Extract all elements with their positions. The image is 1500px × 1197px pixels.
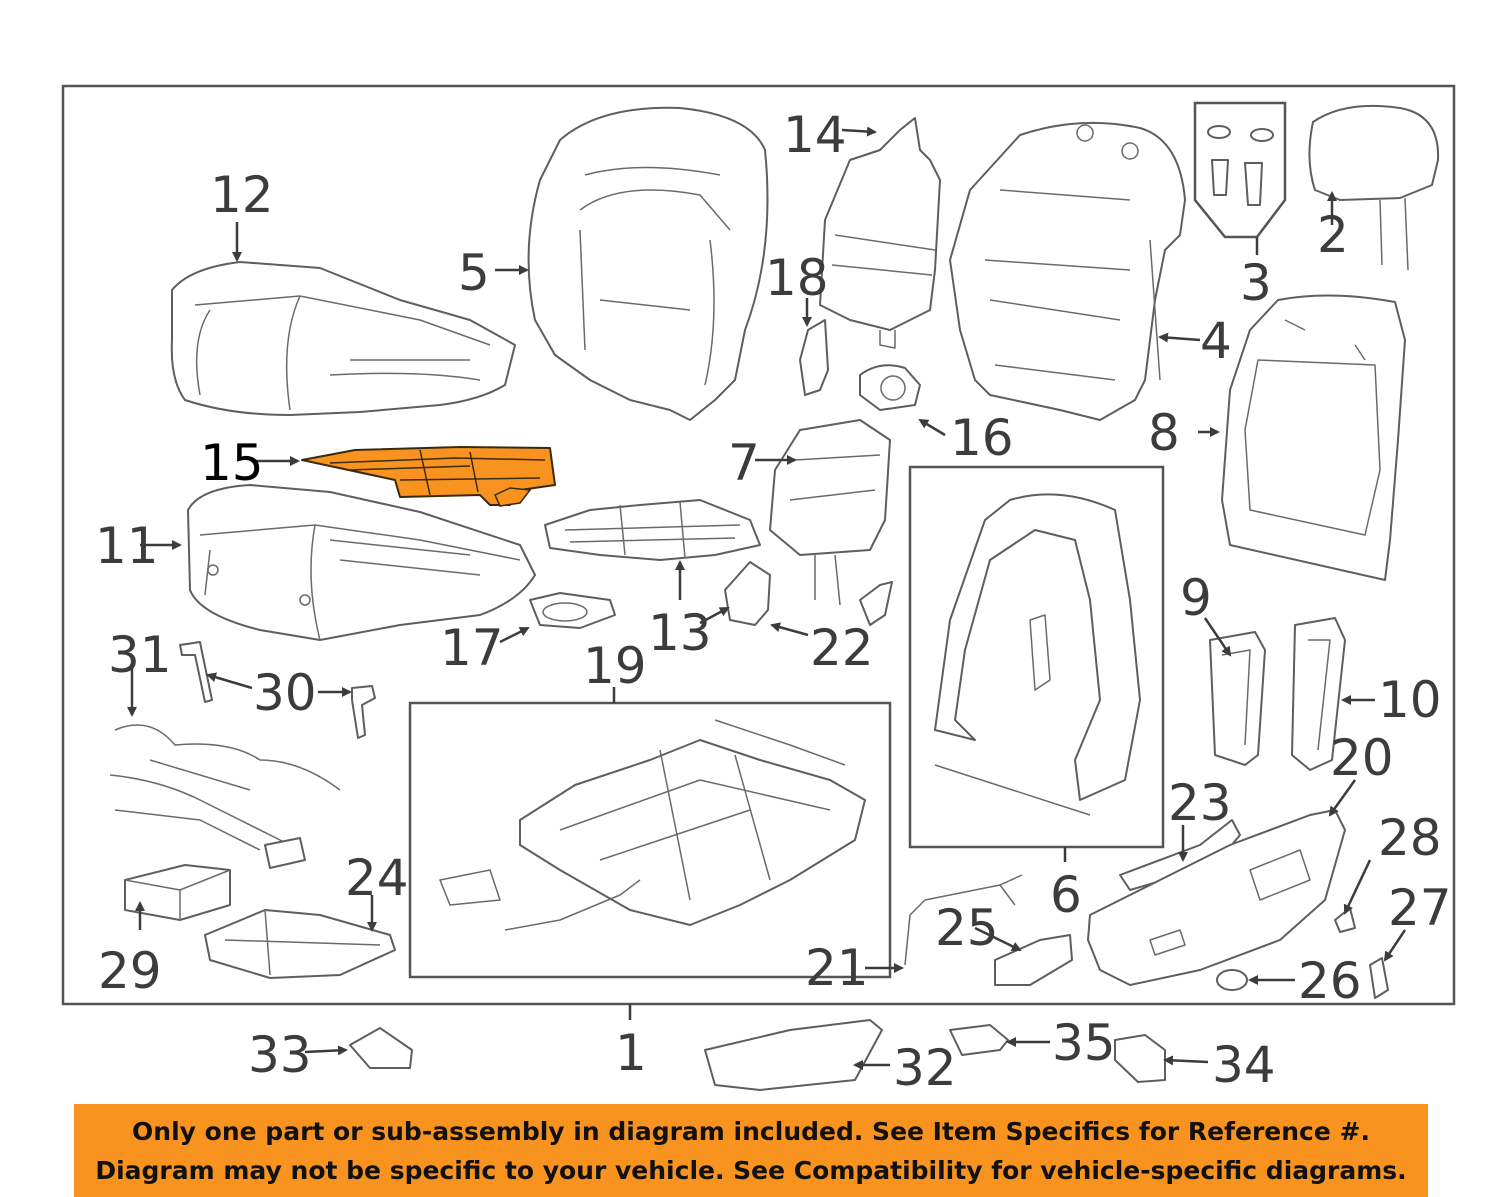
part-2-headrest [1308,104,1440,271]
callout-28: 28 [1378,809,1442,867]
part-12-cushion-cover [170,261,516,416]
part-21-cable [904,874,1023,966]
part-18-bracket [799,319,829,396]
part-34-bracket [1114,1034,1166,1083]
part-14-back-panel [819,117,941,349]
callout-21: 21 [805,939,869,997]
callout-2: 2 [1317,206,1349,264]
callout-35: 35 [1052,1014,1116,1072]
callout-11: 11 [95,517,159,575]
callout-20: 20 [1330,729,1394,787]
callout-33: 33 [248,1026,312,1084]
part-clip [351,685,376,739]
callout-5: 5 [458,244,490,302]
callout-26: 26 [1298,952,1362,1010]
callout-9: 9 [1180,569,1212,627]
callout-13: 13 [648,604,712,662]
callout-29: 29 [98,942,162,1000]
part-20-side-shield [1087,809,1346,986]
callout-17: 17 [440,619,504,677]
part-16-lumbar-motor [859,364,921,411]
part-10-side-trim-outer [1291,617,1346,771]
part-29-module [124,864,231,921]
part-32-trim [704,1019,883,1091]
callout-12: 12 [210,166,274,224]
callout-14: 14 [783,106,847,164]
callout-18: 18 [765,249,829,307]
part-26-cap [1216,969,1248,991]
part-27-switch-knob [1369,957,1389,999]
callout-32: 32 [893,1039,957,1097]
part-9-side-trim [1209,631,1266,766]
callout-19: 19 [583,637,647,695]
disclaimer-line-2: Diagram may not be specific to your vehi… [95,1156,1407,1185]
callout-6: 6 [1050,866,1082,924]
callout-1: 1 [615,1024,647,1082]
callout-25: 25 [935,899,999,957]
callout-3: 3 [1240,254,1272,312]
part-35-clip [949,1024,1009,1056]
callout-8: 8 [1148,404,1180,462]
assembly-frame [61,84,1456,1006]
callout-10: 10 [1378,671,1442,729]
bracket-group-3 [1193,101,1287,239]
part-6-seatback-frame [934,493,1141,816]
disclaimer-line-1: Only one part or sub-assembly in diagram… [132,1117,1370,1146]
frame-group-19 [408,701,892,979]
part-8-seatback-backer [1221,294,1406,581]
leader-lines [127,126,1407,1070]
part-11-cushion-pad [187,484,536,641]
callout-7: 7 [728,434,760,492]
frame-group-6 [908,465,1165,849]
part-13-suspension [544,499,761,561]
part-15-seat-heater-pad [301,446,556,507]
part-5-seatback-cover [527,106,769,421]
callout-labels: 1 2 3 4 5 6 7 8 9 10 11 12 13 14 15 16 1… [95,106,1452,1097]
part-31-wiring-harness [109,724,341,869]
part-30-connector [179,641,213,703]
callout-4: 4 [1200,312,1232,370]
part-24-tray [204,909,396,979]
callout-15: 15 [200,434,264,492]
part-13-side-piece [724,561,771,626]
part-25-switch [994,934,1073,986]
part-7-lumbar-support [769,419,891,606]
part-17-fan [529,592,616,629]
disclaimer-banner: Only one part or sub-assembly in diagram… [74,1104,1428,1197]
part-22-bracket [859,581,893,626]
part-33-cover [349,1027,413,1069]
callout-30: 30 [253,664,317,722]
callout-22: 22 [810,619,874,677]
callout-31: 31 [108,626,172,684]
part-4-seatback-pad [949,121,1186,421]
callout-24: 24 [345,849,409,907]
callout-16: 16 [950,409,1014,467]
part-19-seat-adjuster [439,719,866,931]
callout-23: 23 [1168,774,1232,832]
callout-27: 27 [1388,879,1452,937]
part-3-fasteners [1207,125,1274,206]
callout-34: 34 [1212,1036,1276,1094]
